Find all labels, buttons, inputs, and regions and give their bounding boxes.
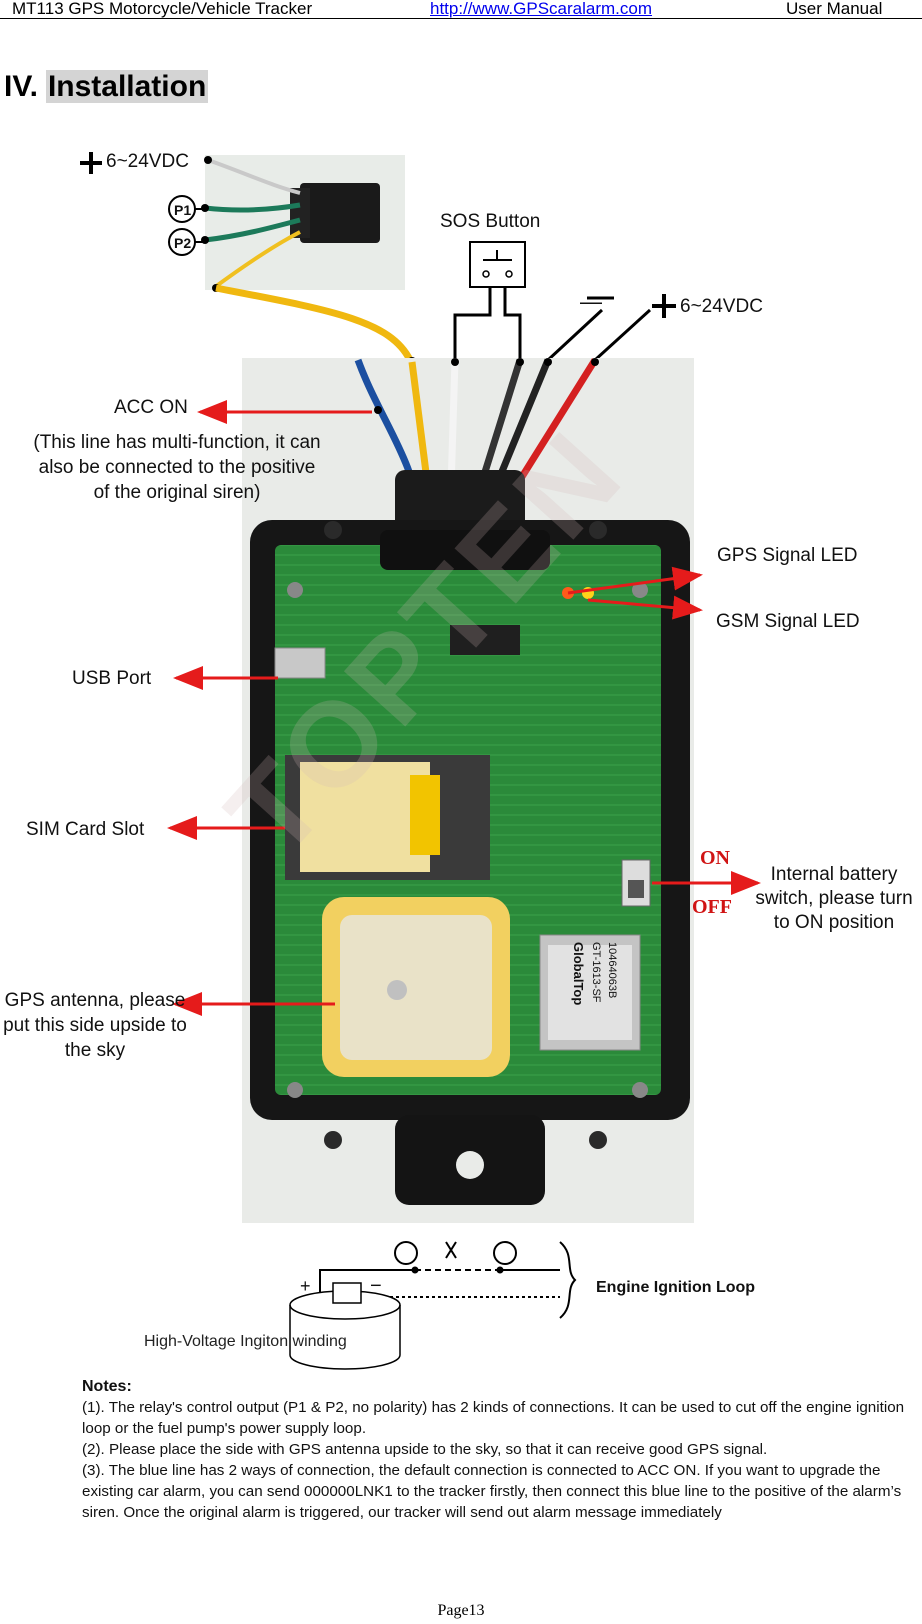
loop-plus-label: +	[300, 1276, 311, 1296]
relay-connector-photo	[201, 155, 405, 292]
section-heading: IV.Installation	[4, 70, 209, 104]
usb-port-label: USB Port	[72, 668, 152, 689]
header-doc-type: User Manual	[786, 0, 883, 18]
gsm-led-label: GSM Signal LED	[716, 611, 860, 632]
top-power-label: 6~24VDC	[106, 151, 189, 172]
acc-note-label: (This line has multi-function, it can al…	[33, 432, 321, 503]
acc-on-label: ACC ON	[114, 397, 188, 418]
engine-loop-label: Engine Ignition Loop	[596, 1279, 756, 1296]
engine-ignition-loop-diagram	[289, 1241, 577, 1370]
installation-diagram: 6~24VDC P1 P2 SOS Button 6~24VDC ACC ON …	[0, 140, 922, 1370]
loop-minus-label: −	[370, 1275, 382, 1297]
gps-led-arrow	[567, 566, 703, 595]
note-item: (2). Please place the side with GPS ante…	[82, 1441, 768, 1458]
sos-button-icon	[453, 241, 526, 360]
module-serial-label: 10464063B	[606, 942, 618, 999]
battery-switch-label: Internal battery switch, please turn to …	[755, 864, 913, 933]
scissors-icon	[445, 1241, 457, 1259]
gsm-led-arrow	[587, 595, 703, 620]
p2-label: P2	[174, 235, 192, 251]
header-divider	[0, 18, 922, 19]
hv-winding-label: High-Voltage Ingiton winding	[144, 1333, 347, 1350]
plus-icon	[80, 152, 102, 174]
note-item: (3). The blue line has 2 ways of connect…	[82, 1462, 902, 1521]
header-website-link[interactable]: http://www.GPScaralarm.com	[430, 0, 653, 18]
yellow-wire	[215, 284, 429, 511]
section-title: Installation	[45, 70, 209, 103]
gps-led-label: GPS Signal LED	[717, 545, 858, 566]
notes-heading: Notes:	[82, 1378, 132, 1395]
note-item: (1). The relay's control output (P1 & P2…	[82, 1399, 905, 1437]
section-number: IV.	[4, 70, 38, 103]
notes-section: Notes: (1). The relay's control output (…	[82, 1376, 912, 1523]
sos-button-label: SOS Button	[440, 211, 541, 232]
p1-label: P1	[174, 202, 192, 218]
installation-photo	[80, 152, 761, 1370]
minus-label: —	[580, 289, 602, 314]
plus-icon	[652, 294, 676, 318]
gps-antenna-label: GPS antenna, please put this side upside…	[3, 990, 187, 1061]
page-header: MT113 GPS Motorcycle/Vehicle Tracker htt…	[0, 0, 922, 20]
positive-lead	[593, 308, 652, 362]
negative-lead	[546, 308, 604, 362]
page-number: Page13	[437, 1602, 485, 1619]
off-label: OFF	[692, 896, 732, 918]
plus-power-label: 6~24VDC	[680, 296, 763, 317]
on-label: ON	[700, 847, 730, 869]
header-product-title: MT113 GPS Motorcycle/Vehicle Tracker	[12, 0, 313, 18]
cable-bundle	[354, 358, 599, 530]
sim-slot-label: SIM Card Slot	[26, 819, 145, 840]
tracker-enclosure	[250, 520, 690, 1205]
